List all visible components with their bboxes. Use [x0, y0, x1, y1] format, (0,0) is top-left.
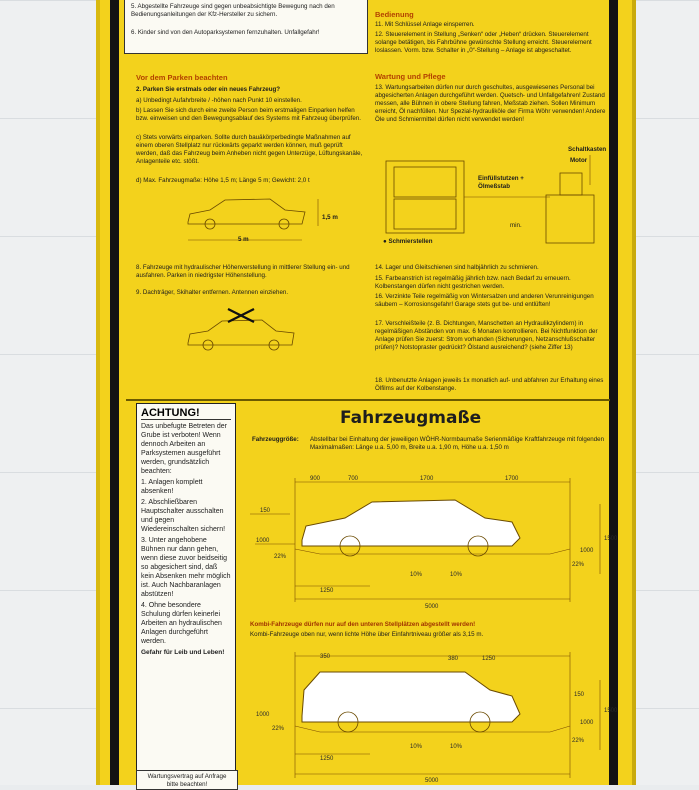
- left-black-rail: [110, 0, 119, 785]
- sedan-dim-1700-b: 1700: [505, 476, 519, 482]
- sedan-dim-10-b: 10%: [450, 572, 463, 578]
- kombi-dim-10-a: 10%: [410, 744, 423, 750]
- kombi-outline: [301, 671, 521, 723]
- kombi-dimension-drawing: 350 380 1250 150 1500 1000 1000 22% 22% …: [256, 652, 618, 784]
- wartung-item-18: 18. Unbenutzte Anlagen jeweils 1x monatl…: [375, 377, 604, 392]
- sedan-dim-22-right: 22%: [572, 562, 585, 568]
- right-black-rail: [609, 0, 618, 785]
- bedienung-item-11: 11. Mit Schlüssel Anlage einsperren.: [375, 21, 475, 28]
- fahrzeuggroesse-text: Abstellbar bei Einhaltung der jeweiligen…: [310, 436, 605, 451]
- parken-item-d: d) Max. Fahrzeugmaße: Höhe 1,5 m; Länge …: [136, 177, 310, 184]
- fahrzeuggroesse-label: Fahrzeuggröße:: [252, 436, 299, 443]
- wartung-heading: Wartung und Pflege: [375, 72, 446, 81]
- parken-heading: Vor dem Parken beachten: [136, 73, 228, 82]
- kombi-dim-10-b: 10%: [450, 744, 463, 750]
- achtung-item-1: 1. Anlagen komplett absenken!: [141, 479, 203, 495]
- sedan-rear-wheel: [467, 535, 489, 557]
- kombi-dim-1000-right: 1000: [580, 720, 594, 726]
- parken-item-a: a) Unbedingt Aufahrbreite / -höhen nach …: [136, 97, 302, 104]
- kombi-dim-1250: 1250: [320, 756, 334, 762]
- wartung-item-13: 13. Wartungsarbeiten dürfen nur durch ge…: [375, 84, 606, 123]
- kombi-dim-5000: 5000: [425, 778, 439, 784]
- parking-instruction-sign: 5. Abgestellte Fahrzeuge sind gegen unbe…: [96, 0, 636, 790]
- sedan-dim-1250: 1250: [320, 588, 334, 594]
- sedan-front-wheel: [339, 535, 361, 557]
- wartung-item-16: 16. Verzinkte Teile regelmäßig von Winte…: [375, 293, 594, 308]
- parken-item-c: c) Stets vorwärts einparken. Sollte durc…: [136, 134, 363, 165]
- kombi-dim-22-right: 22%: [572, 738, 585, 744]
- sedan-outline: [301, 499, 521, 547]
- car-length-label: 5 m: [238, 236, 249, 243]
- kombi-dim-lines: [294, 652, 601, 778]
- sedan-dim-1700-a: 1700: [420, 476, 434, 482]
- wartungsvertrag-box: Wartungsvertrag auf Anfrage bitte beacht…: [136, 770, 238, 790]
- achtung-item-4: 4. Ohne besondere Schulung dürfen keiner…: [141, 602, 222, 645]
- sedan-dim-700: 700: [348, 476, 359, 482]
- schaltkasten-label: Schaltkasten: [568, 146, 607, 153]
- kombi-heading: Kombi-Fahrzeuge dürfen nur auf den unter…: [250, 621, 476, 628]
- kombi-dim-380: 380: [448, 656, 459, 662]
- wartung-item-14: 14. Lager und Gleitschienen sind halbjäh…: [375, 264, 539, 271]
- car-roof-rack-diagram: [187, 308, 295, 351]
- fahrzeugmasse-title: Fahrzeugmaße: [340, 408, 482, 428]
- achtung-item-2: 2. Abschließbaren Hauptschalter ausschal…: [141, 499, 226, 533]
- kombi-dim-150: 150: [574, 692, 585, 698]
- achtung-footer: Gefahr für Leib und Leben!: [141, 649, 225, 656]
- kombi-rear-wheel: [469, 711, 491, 733]
- achtung-warning-box: ACHTUNG! Das unbefugte Betreten der Grub…: [136, 403, 236, 775]
- sedan-dim-1000-right: 1000: [580, 548, 594, 554]
- kombi-dim-22-left: 22%: [272, 726, 285, 732]
- section-divider: [126, 399, 610, 401]
- parken-item-9: 9. Dachträger, Skihalter entfernen. Ante…: [136, 289, 289, 296]
- einfuellstutzen-label: Einfüllstutzen + Ölmeßstab: [478, 175, 524, 190]
- schmierstellen-label: ● Schmierstellen: [383, 238, 433, 245]
- kombi-dim-350: 350: [320, 654, 331, 660]
- motor-label: Motor: [570, 157, 588, 164]
- sedan-dim-1500: 1500: [604, 536, 618, 542]
- achtung-title: ACHTUNG!: [141, 407, 231, 420]
- wartung-item-17: 17. Verschleißteile (z. B. Dichtungen, M…: [375, 320, 598, 351]
- sedan-dim-5000: 5000: [425, 604, 439, 610]
- top-item-6: 6. Kinder sind von den Autoparksystemen …: [131, 29, 320, 36]
- parken-subheading: 2. Parken Sie erstmals oder ein neues Fa…: [136, 86, 281, 93]
- parken-item-b: b) Lassen Sie sich durch eine zweite Per…: [136, 107, 361, 122]
- kombi-front-wheel: [337, 711, 359, 733]
- sedan-dim-22-left: 22%: [274, 554, 287, 560]
- hydraulic-system-diagram: [385, 155, 595, 244]
- achtung-item-3: 3. Unter angehobene Bühnen nur dann gehe…: [141, 537, 231, 598]
- sedan-dim-150: 150: [260, 508, 271, 514]
- sedan-dim-10-a: 10%: [410, 572, 423, 578]
- sedan-dim-1000-left: 1000: [256, 538, 270, 544]
- top-item-5: 5. Abgestellte Fahrzeuge sind gegen unbe…: [131, 3, 335, 18]
- wartung-item-15: 15. Farbeanstrich ist regelmäßig jährlic…: [375, 275, 571, 290]
- kombi-subheading: Kombi-Fahrzeuge oben nur, wenn lichte Hö…: [250, 631, 484, 638]
- car-dimension-diagram: [187, 198, 319, 241]
- top-left-info-box: 5. Abgestellte Fahrzeuge sind gegen unbe…: [124, 0, 368, 54]
- kombi-dim-1500: 1500: [604, 708, 618, 714]
- car-height-label: 1,5 m: [322, 214, 338, 221]
- sedan-dim-lines: [250, 478, 601, 602]
- sedan-dim-900: 900: [310, 476, 321, 482]
- kombi-dim-1000-left: 1000: [256, 712, 270, 718]
- sedan-dimension-drawing: 900 700 1700 1700 150 1500 1000 1000 22%…: [250, 476, 618, 610]
- min-label: min.: [510, 222, 522, 229]
- wartungsvertrag-text: Wartungsvertrag auf Anfrage bitte beacht…: [147, 773, 227, 788]
- kombi-dim-1250-top: 1250: [482, 656, 496, 662]
- bedienung-heading: Bedienung: [375, 10, 414, 19]
- parken-item-8: 8. Fahrzeuge mit hydraulischer Höhenvers…: [136, 264, 350, 279]
- achtung-intro: Das unbefugte Betreten der Grube ist ver…: [141, 423, 228, 475]
- bedienung-item-12: 12. Steuerelement in Stellung „Senken“ o…: [375, 31, 592, 54]
